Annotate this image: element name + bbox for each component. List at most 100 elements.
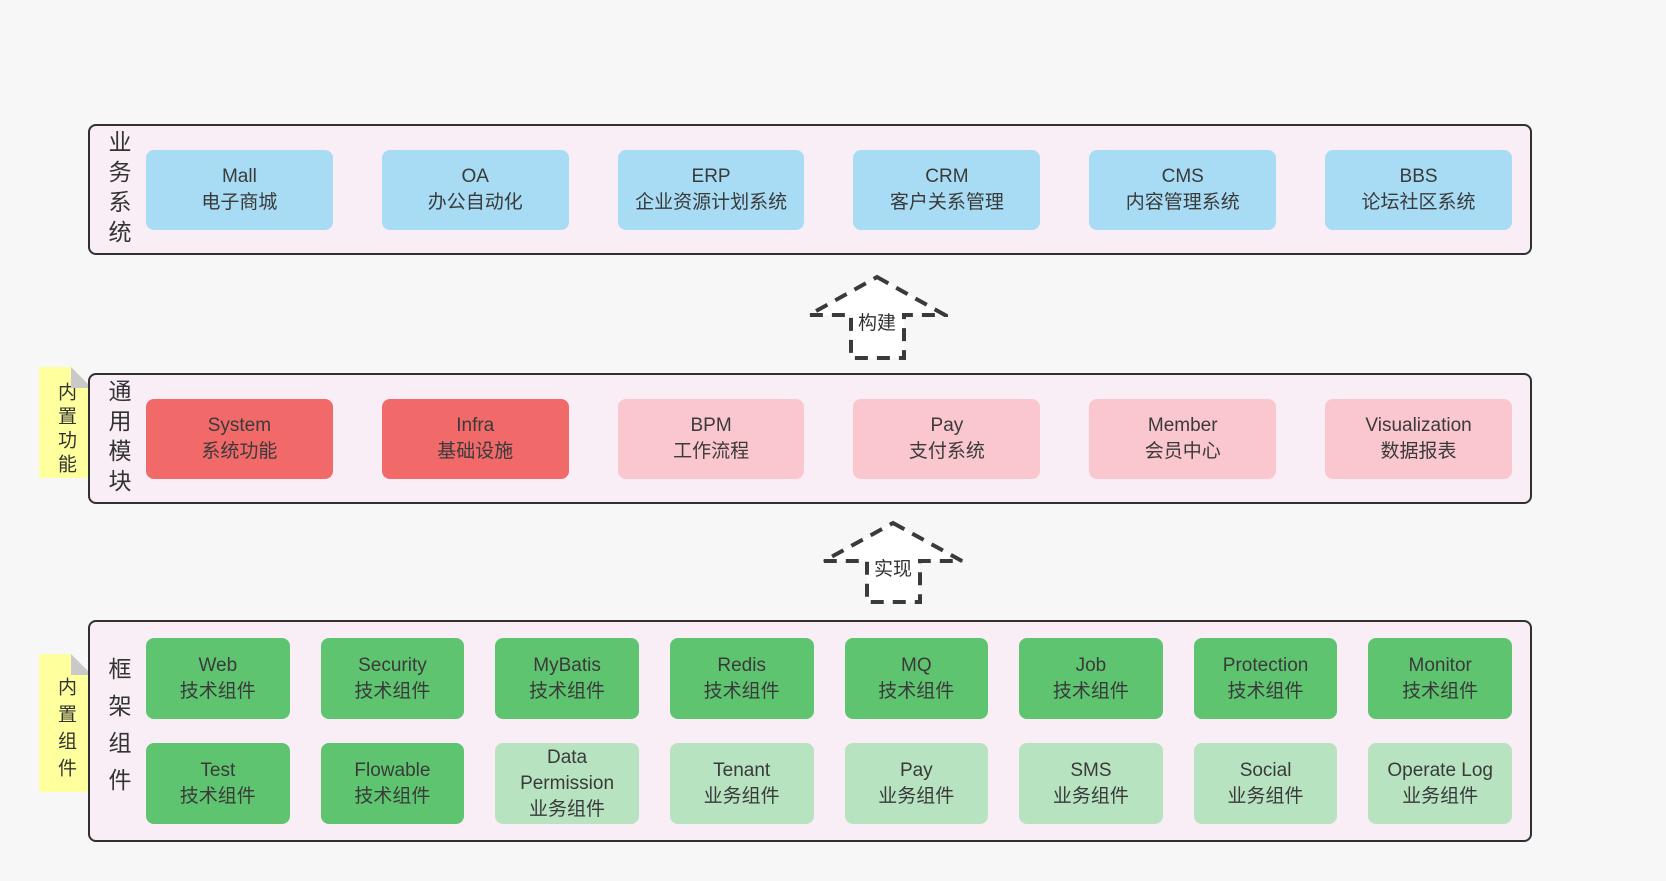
- node-operate-log: Operate Log 业务组件: [1368, 743, 1512, 824]
- node-subtitle: 基础设施: [437, 440, 514, 462]
- node-subtitle: 内容管理系统: [1125, 191, 1240, 213]
- node-erp: ERP 企业资源计划系统: [617, 149, 805, 230]
- build-arrow-label: 构建: [856, 312, 899, 336]
- node-subtitle: 技术组件: [354, 680, 431, 702]
- section-business-systems: 业务系统 Mall 电子商城 OA 办公自动化 ERP 企业资源计划系统 CRM 客户关系管理…: [88, 124, 1532, 255]
- node-subtitle: 技术组件: [703, 680, 780, 702]
- section-label-business: 业务系统: [90, 126, 146, 253]
- business-boxes: Mall 电子商城 OA 办公自动化 ERP 企业资源计划系统 CRM 客户关系管理 CMS 内容…: [146, 126, 1530, 253]
- node-title: Mall: [221, 165, 257, 187]
- section-label-text: 通用模块: [105, 378, 131, 499]
- node-title: Operate Log: [1387, 759, 1493, 781]
- node-mybatis: MyBatis 技术组件: [495, 638, 639, 719]
- node-oa: OA 办公自动化: [381, 149, 569, 230]
- node-subtitle: 技术组件: [1052, 680, 1129, 702]
- node-title: Web: [198, 654, 238, 676]
- node-title: Protection: [1222, 654, 1309, 676]
- node-title: SMS: [1070, 759, 1112, 781]
- node-title: Pay: [899, 759, 933, 781]
- node-subtitle: 技术组件: [1227, 680, 1304, 702]
- node-subtitle: 数据报表: [1380, 440, 1457, 462]
- node-subtitle: 技术组件: [1402, 680, 1479, 702]
- node-subtitle: 业务组件: [1052, 785, 1129, 807]
- node-subtitle: 技术组件: [354, 785, 431, 807]
- node-subtitle: 电子商城: [201, 191, 278, 213]
- node-subtitle: 论坛社区系统: [1361, 191, 1476, 213]
- node-title: Visualization: [1365, 414, 1472, 436]
- node-subtitle: 办公自动化: [427, 191, 523, 213]
- sticky-note-builtin-features: 内置功能: [39, 367, 92, 478]
- node-title: Pay: [930, 414, 964, 436]
- node-subtitle: 业务组件: [1402, 785, 1479, 807]
- node-tenant: Tenant 业务组件: [669, 743, 814, 824]
- node-title: Social: [1239, 759, 1292, 781]
- node-title: Flowable: [354, 759, 431, 781]
- node-title: MQ: [901, 654, 932, 676]
- node-title: Data Permission: [520, 746, 615, 794]
- node-cms: CMS 内容管理系统: [1089, 149, 1277, 230]
- node-flowable: Flowable 技术组件: [320, 743, 465, 824]
- node-title: Redis: [717, 654, 766, 676]
- sticky-note-builtin-components: 内置组件: [39, 654, 92, 792]
- node-subtitle: 技术组件: [179, 785, 256, 807]
- node-title: BPM: [690, 414, 732, 436]
- node-title: ERP: [691, 165, 731, 187]
- section-label-text: 框架组件: [105, 657, 131, 805]
- sticky-note-label: 内置功能: [55, 382, 76, 478]
- node-redis: Redis 技术组件: [669, 638, 814, 719]
- node-pay: Pay 业务组件: [844, 743, 989, 824]
- node-subtitle: 支付系统: [908, 440, 985, 462]
- node-subtitle: 技术组件: [529, 680, 606, 702]
- node-monitor: Monitor 技术组件: [1368, 638, 1512, 719]
- node-title: Security: [358, 654, 427, 676]
- node-social: Social 业务组件: [1193, 743, 1338, 824]
- sticky-note-label: 内置组件: [55, 677, 76, 785]
- node-subtitle: 业务组件: [703, 785, 780, 807]
- node-title: Test: [200, 759, 236, 781]
- section-label-modules: 通用模块: [90, 375, 146, 502]
- node-subtitle: 业务组件: [878, 785, 955, 807]
- box-row: Mall 电子商城 OA 办公自动化 ERP 企业资源计划系统 CRM 客户关系管理 CMS 内容…: [146, 149, 1512, 230]
- node-title: Tenant: [713, 759, 771, 781]
- node-title: BBS: [1399, 165, 1438, 187]
- node-infra: Infra 基础设施: [381, 398, 569, 479]
- node-system: System 系统功能: [146, 398, 333, 479]
- node-crm: CRM 客户关系管理: [853, 149, 1041, 230]
- node-bbs: BBS 论坛社区系统: [1325, 149, 1512, 230]
- node-title: System: [207, 414, 272, 436]
- node-subtitle: 客户关系管理: [889, 191, 1004, 213]
- node-pay: Pay 支付系统: [853, 398, 1041, 479]
- node-title: CMS: [1161, 165, 1204, 187]
- node-sms: SMS 业务组件: [1019, 743, 1163, 824]
- node-subtitle: 企业资源计划系统: [635, 191, 788, 213]
- node-title: Monitor: [1408, 654, 1472, 676]
- node-title: Job: [1075, 654, 1107, 676]
- implement-arrow-label: 实现: [872, 558, 915, 582]
- node-subtitle: 业务组件: [529, 798, 606, 820]
- node-subtitle: 系统功能: [201, 440, 278, 462]
- section-label-text: 业务系统: [105, 129, 131, 250]
- node-title: Infra: [456, 414, 495, 436]
- node-title: OA: [461, 165, 489, 187]
- node-title: CRM: [925, 165, 969, 187]
- node-mall: Mall 电子商城: [146, 149, 333, 230]
- node-subtitle: 技术组件: [179, 680, 256, 702]
- node-security: Security 技术组件: [320, 638, 465, 719]
- node-data-permission: Data Permission 业务组件: [495, 743, 639, 824]
- node-title: Member: [1147, 414, 1218, 436]
- node-job: Job 技术组件: [1019, 638, 1163, 719]
- node-title: MyBatis: [533, 654, 601, 676]
- node-test: Test 技术组件: [146, 743, 290, 824]
- node-web: Web 技术组件: [146, 638, 290, 719]
- node-visualization: Visualization 数据报表: [1325, 398, 1512, 479]
- node-subtitle: 业务组件: [1227, 785, 1304, 807]
